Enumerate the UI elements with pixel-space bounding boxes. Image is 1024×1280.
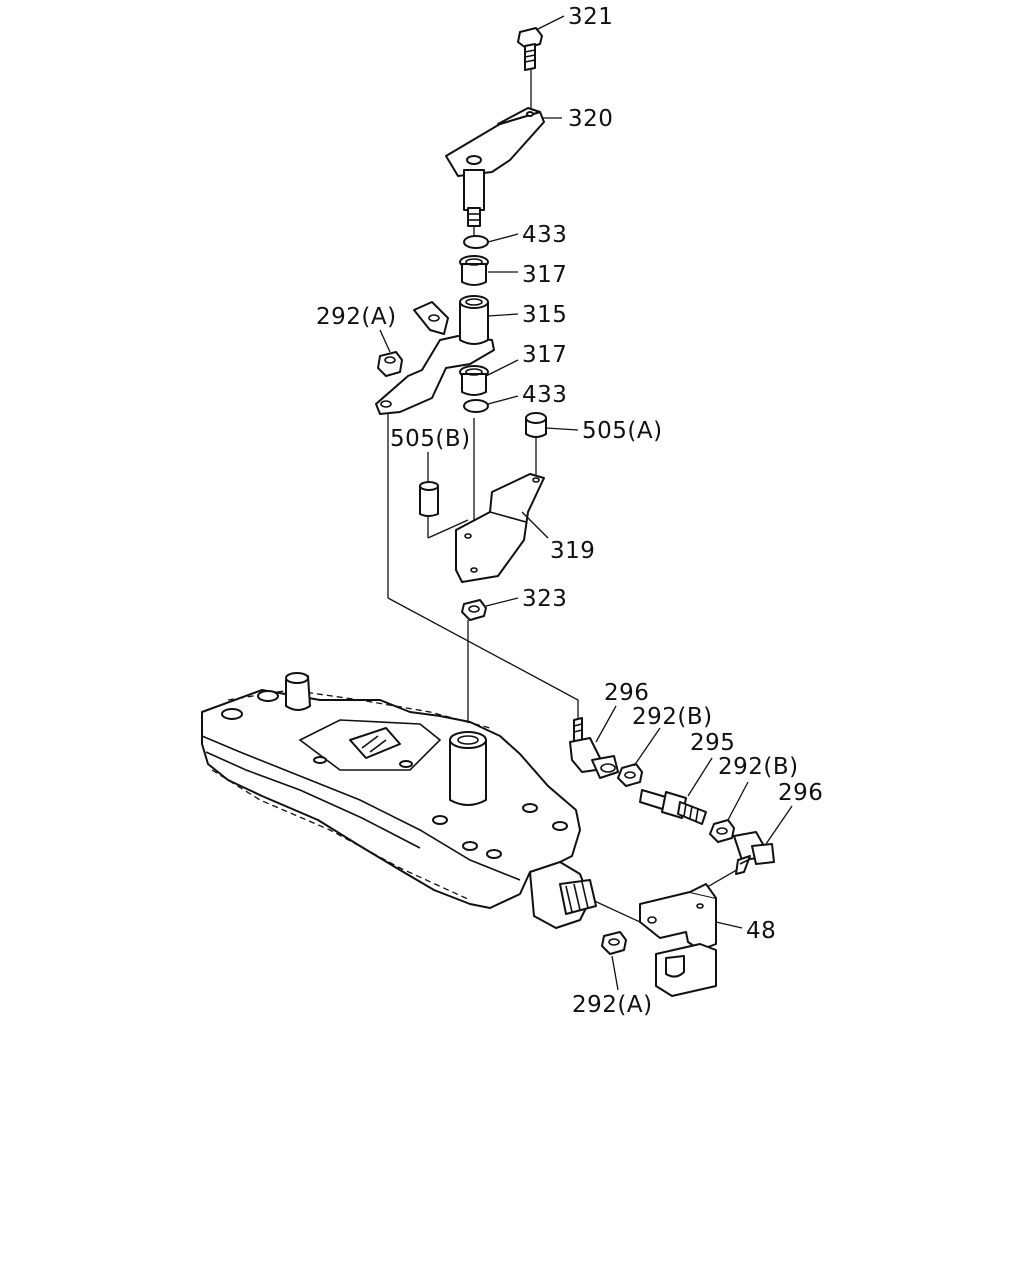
o-ring-433-upper [463, 235, 489, 249]
callout-317-lower: 317 [522, 342, 567, 368]
bolt-321 [517, 27, 543, 71]
stud-295 [639, 789, 707, 825]
callout-leaders [379, 15, 793, 991]
o-ring-433-lower [463, 399, 489, 413]
spacer-505b [419, 481, 439, 517]
bracket-plate-319 [455, 473, 545, 583]
nut-292a-upper [377, 351, 403, 377]
callout-323: 323 [522, 586, 567, 612]
callout-292a-lower: 292(A) [572, 992, 653, 1018]
callout-292b-a: 292(B) [632, 704, 713, 730]
callout-433-lower: 433 [522, 382, 567, 408]
callout-295: 295 [690, 730, 735, 756]
callout-320: 320 [568, 106, 613, 132]
callout-321: 321 [568, 4, 613, 30]
lever-bracket-320 [445, 107, 545, 227]
callout-296-upper: 296 [604, 680, 649, 706]
callout-505b: 505(B) [390, 426, 471, 452]
callout-labels: 321 320 433 317 315 292(A) 317 433 505(A… [316, 4, 823, 1018]
nut-292b-b [709, 819, 735, 843]
nut-323 [461, 599, 487, 621]
ball-joint-296-upper [569, 717, 619, 779]
callout-292a-upper: 292(A) [316, 304, 397, 330]
nut-292b-a [617, 763, 643, 787]
callout-433-upper: 433 [522, 222, 567, 248]
spacer-505a [525, 412, 547, 438]
callout-292b-b: 292(B) [718, 754, 799, 780]
callout-315: 315 [522, 302, 567, 328]
callout-296-lower: 296 [778, 780, 823, 806]
callout-505a: 505(A) [582, 418, 663, 444]
lever-plate-315 [375, 295, 495, 415]
bracket-48 [639, 883, 717, 997]
ball-joint-296-lower [733, 831, 775, 875]
transmission-housing [201, 672, 597, 929]
callout-317-upper: 317 [522, 262, 567, 288]
nut-292a-lower [601, 931, 627, 955]
bushing-317-upper [459, 255, 489, 286]
callout-48: 48 [746, 918, 776, 944]
bushing-317-lower [459, 365, 489, 396]
callout-319: 319 [550, 538, 595, 564]
